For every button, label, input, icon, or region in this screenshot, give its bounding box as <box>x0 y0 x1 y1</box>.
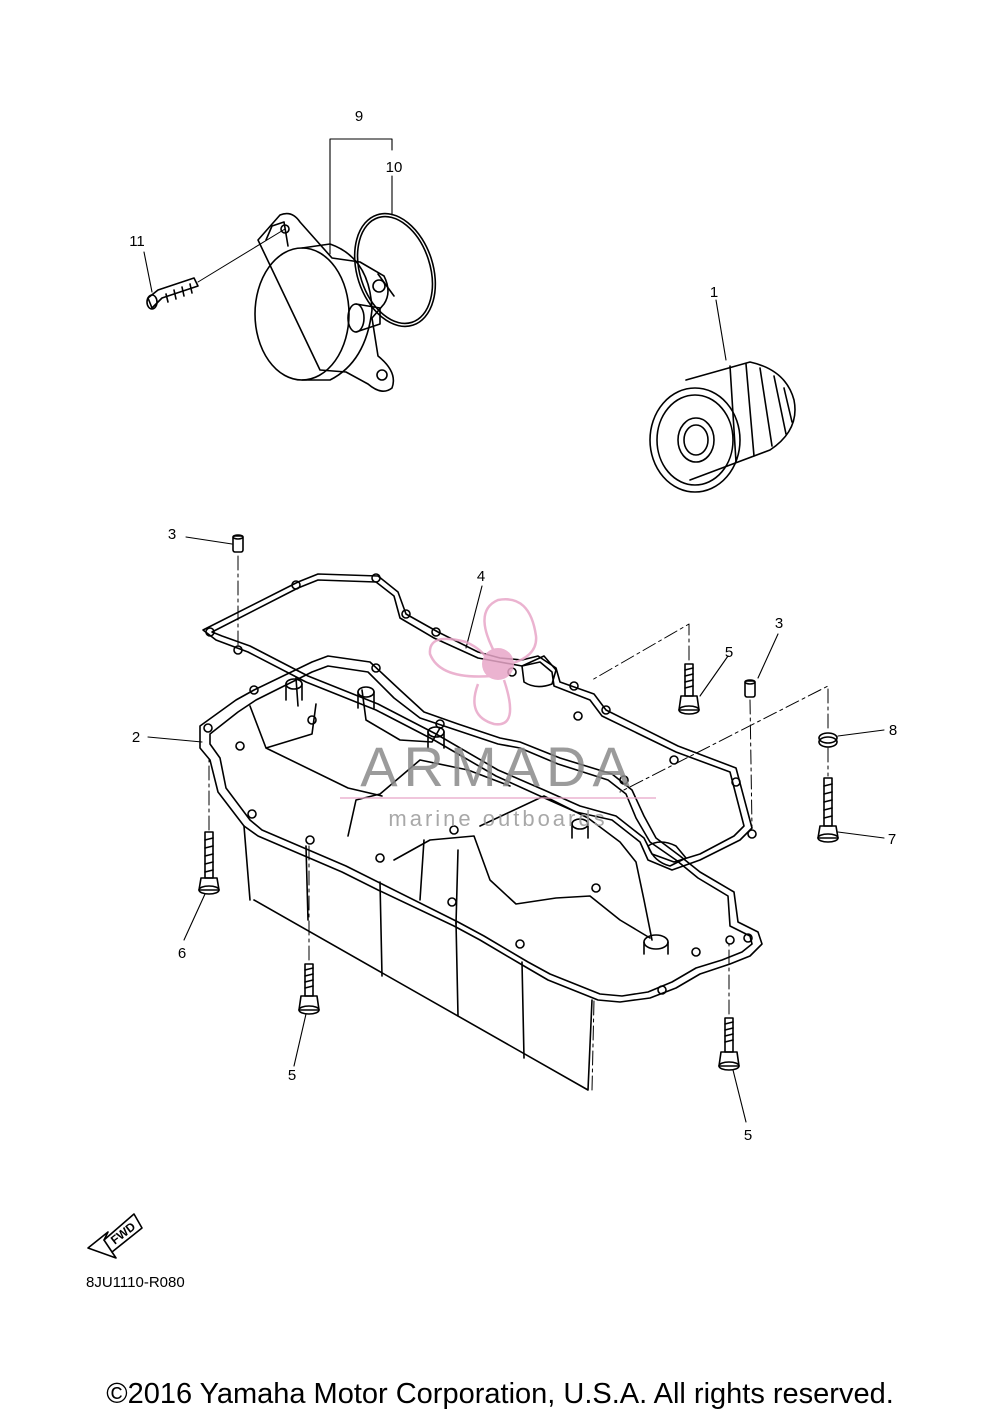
leader-lines <box>143 138 885 1123</box>
callout-3-left: 3 <box>168 526 176 543</box>
callout-8: 8 <box>889 722 897 739</box>
bolt-5-top <box>678 663 700 715</box>
callout-6: 6 <box>178 945 186 962</box>
oil-pan-gasket <box>202 573 757 871</box>
copyright-notice: ©2016 Yamaha Motor Corporation, U.S.A. A… <box>106 1378 894 1410</box>
callout-3-right: 3 <box>775 615 783 632</box>
dowel-pin-left <box>232 534 244 553</box>
callouts: 1 2 3 3 4 5 5 5 6 7 8 9 10 11 <box>129 108 897 1144</box>
callout-10: 10 <box>386 159 403 176</box>
fwd-arrow-icon <box>87 1213 143 1259</box>
oil-filter <box>649 361 796 493</box>
washer-8 <box>818 732 838 748</box>
oil-cooler <box>254 212 395 392</box>
watermark-subtitle: marine outboards <box>388 806 607 831</box>
bolt-5-lower-left <box>298 963 320 1015</box>
assembly-lines <box>208 555 829 1091</box>
cooler-bolt <box>146 228 286 310</box>
callout-5-top: 5 <box>725 644 733 661</box>
callout-11: 11 <box>129 233 145 250</box>
watermark-title: ARMADA <box>360 735 636 798</box>
bolt-6 <box>198 831 220 895</box>
bolt-5-lower-right <box>718 1017 740 1071</box>
diagram-code: 8JU1110-R080 <box>86 1274 185 1291</box>
callout-5-left: 5 <box>288 1067 296 1084</box>
oil-pan <box>199 655 763 1091</box>
callout-2: 2 <box>132 729 140 746</box>
callout-5-right: 5 <box>744 1127 752 1144</box>
propeller-logo-icon <box>428 598 538 726</box>
bolt-7 <box>817 777 839 843</box>
callout-1: 1 <box>710 284 718 301</box>
callout-7: 7 <box>888 831 896 848</box>
watermark: ARMADA marine outboards <box>340 598 656 831</box>
callout-9: 9 <box>355 108 363 125</box>
o-ring <box>353 212 437 328</box>
dowel-pin-right <box>744 679 756 698</box>
callout-4: 4 <box>477 568 485 585</box>
